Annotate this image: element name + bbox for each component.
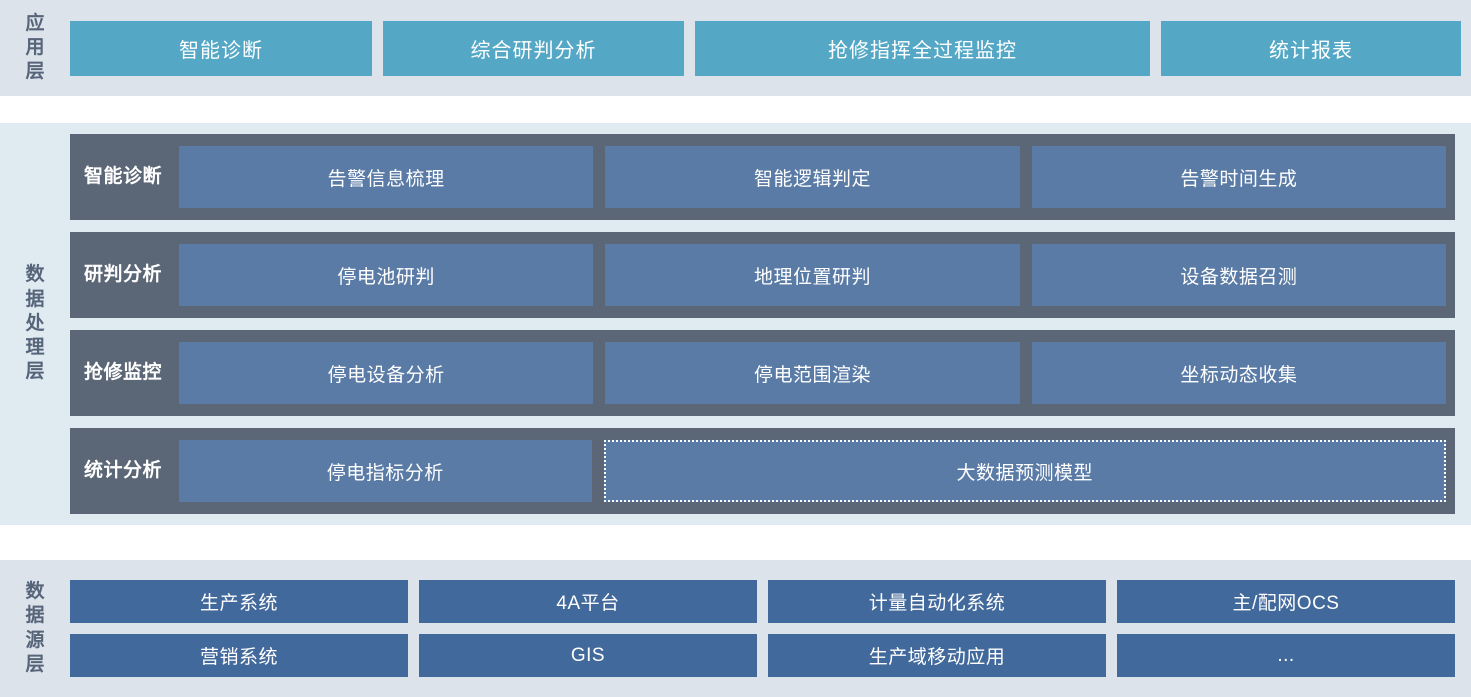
process-row-label: 智能诊断 [83,166,162,188]
process-cell-intelligent-logic-judgement[interactable]: 智能逻辑判定 [605,146,1020,208]
data-source-row: 营销系统 GIS 生产域移动应用 ... [70,634,1455,677]
process-cell-alarm-time-generation[interactable]: 告警时间生成 [1031,146,1446,208]
data-source-layer-label: 数据源层 [0,560,70,697]
data-source-layer-label-text: 数据源层 [25,580,45,675]
application-layer-label: 应用层 [0,0,70,96]
process-row-label: 抢修监控 [83,362,162,384]
application-layer-band: 应用层 智能诊断 综合研判分析 抢修指挥全过程监控 统计报表 [0,0,1471,96]
process-row-intelligent-diagnosis: 智能诊断 告警信息梳理 智能逻辑判定 告警时间生成 [70,134,1455,220]
source-box-4a-platform[interactable]: 4A平台 [419,580,757,623]
process-row-label: 研判分析 [83,264,162,286]
application-layer-boxes: 智能诊断 综合研判分析 抢修指挥全过程监控 统计报表 [70,0,1471,96]
app-box-statistical-report[interactable]: 统计报表 [1161,20,1461,76]
process-row-label: 统计分析 [83,460,162,482]
process-row-cells: 停电池研判 地理位置研判 设备数据召测 [179,244,1446,306]
process-cell-outage-range-rendering[interactable]: 停电范围渲染 [605,342,1020,404]
process-cell-outage-pool-analysis[interactable]: 停电池研判 [179,244,594,306]
process-row-repair-monitoring: 抢修监控 停电设备分析 停电范围渲染 坐标动态收集 [70,330,1455,416]
process-cell-geographic-location-analysis[interactable]: 地理位置研判 [605,244,1020,306]
data-source-grid: 生产系统 4A平台 计量自动化系统 主/配网OCS 营销系统 GIS 生产域移动… [70,560,1471,697]
process-row-cells: 停电指标分析 大数据预测模型 [179,440,1446,502]
process-cell-alarm-info-sorting[interactable]: 告警信息梳理 [179,146,594,208]
source-box-metering-automation-system[interactable]: 计量自动化系统 [768,580,1106,623]
app-box-intelligent-diagnosis[interactable]: 智能诊断 [70,20,372,76]
source-box-main-distribution-ocs[interactable]: 主/配网OCS [1117,580,1455,623]
process-row-research-analysis: 研判分析 停电池研判 地理位置研判 设备数据召测 [70,232,1455,318]
app-box-comprehensive-analysis[interactable]: 综合研判分析 [383,20,684,76]
process-cell-coordinate-dynamic-collection[interactable]: 坐标动态收集 [1031,342,1446,404]
data-process-rows: 智能诊断 告警信息梳理 智能逻辑判定 告警时间生成 研判分析 停电池研判 地理位… [70,123,1471,525]
source-box-more[interactable]: ... [1117,634,1455,677]
process-cell-outage-index-analysis[interactable]: 停电指标分析 [179,440,592,502]
source-box-production-mobile-app[interactable]: 生产域移动应用 [768,634,1106,677]
source-box-gis[interactable]: GIS [419,634,757,677]
data-process-layer-label: 数据处理层 [0,123,70,525]
data-process-layer-band: 数据处理层 智能诊断 告警信息梳理 智能逻辑判定 告警时间生成 研判分析 停电池… [0,123,1471,525]
application-layer-label-text: 应用层 [25,12,45,83]
process-row-cells: 告警信息梳理 智能逻辑判定 告警时间生成 [179,146,1446,208]
process-row-statistical-analysis: 统计分析 停电指标分析 大数据预测模型 [70,428,1455,514]
source-box-marketing-system[interactable]: 营销系统 [70,634,408,677]
data-source-layer-band: 数据源层 生产系统 4A平台 计量自动化系统 主/配网OCS 营销系统 GIS … [0,560,1471,697]
process-cell-big-data-prediction-model[interactable]: 大数据预测模型 [603,440,1446,502]
source-box-production-system[interactable]: 生产系统 [70,580,408,623]
process-cell-outage-device-analysis[interactable]: 停电设备分析 [179,342,594,404]
app-box-repair-command-monitoring[interactable]: 抢修指挥全过程监控 [695,20,1150,76]
data-process-layer-label-text: 数据处理层 [25,264,45,383]
data-source-row: 生产系统 4A平台 计量自动化系统 主/配网OCS [70,580,1455,623]
process-row-cells: 停电设备分析 停电范围渲染 坐标动态收集 [179,342,1446,404]
process-cell-device-data-polling[interactable]: 设备数据召测 [1031,244,1446,306]
